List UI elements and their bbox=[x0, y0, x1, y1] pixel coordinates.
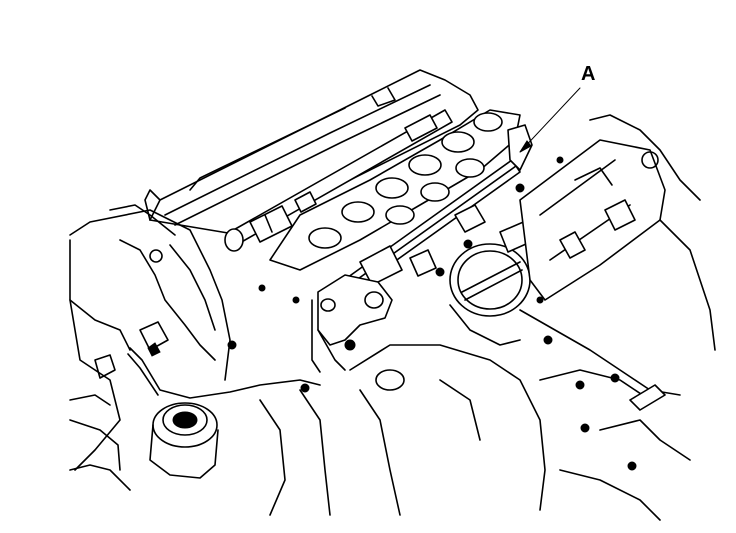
round-boss bbox=[149, 402, 219, 479]
callout-label-a: A bbox=[581, 63, 596, 85]
right-block bbox=[519, 309, 691, 521]
manifold-ports bbox=[269, 109, 521, 271]
callout-a-leader bbox=[519, 87, 581, 153]
rail-bracket bbox=[311, 274, 393, 373]
right-head-cover bbox=[519, 114, 716, 351]
bolts bbox=[258, 156, 564, 304]
upper-fuel-rail bbox=[224, 109, 453, 252]
left-block bbox=[69, 204, 231, 491]
left-head-cover bbox=[144, 69, 479, 236]
lower-fuel-rail bbox=[329, 124, 533, 303]
lower-casting bbox=[227, 340, 546, 516]
left-sensor bbox=[127, 321, 321, 399]
throttle-body bbox=[449, 219, 536, 346]
